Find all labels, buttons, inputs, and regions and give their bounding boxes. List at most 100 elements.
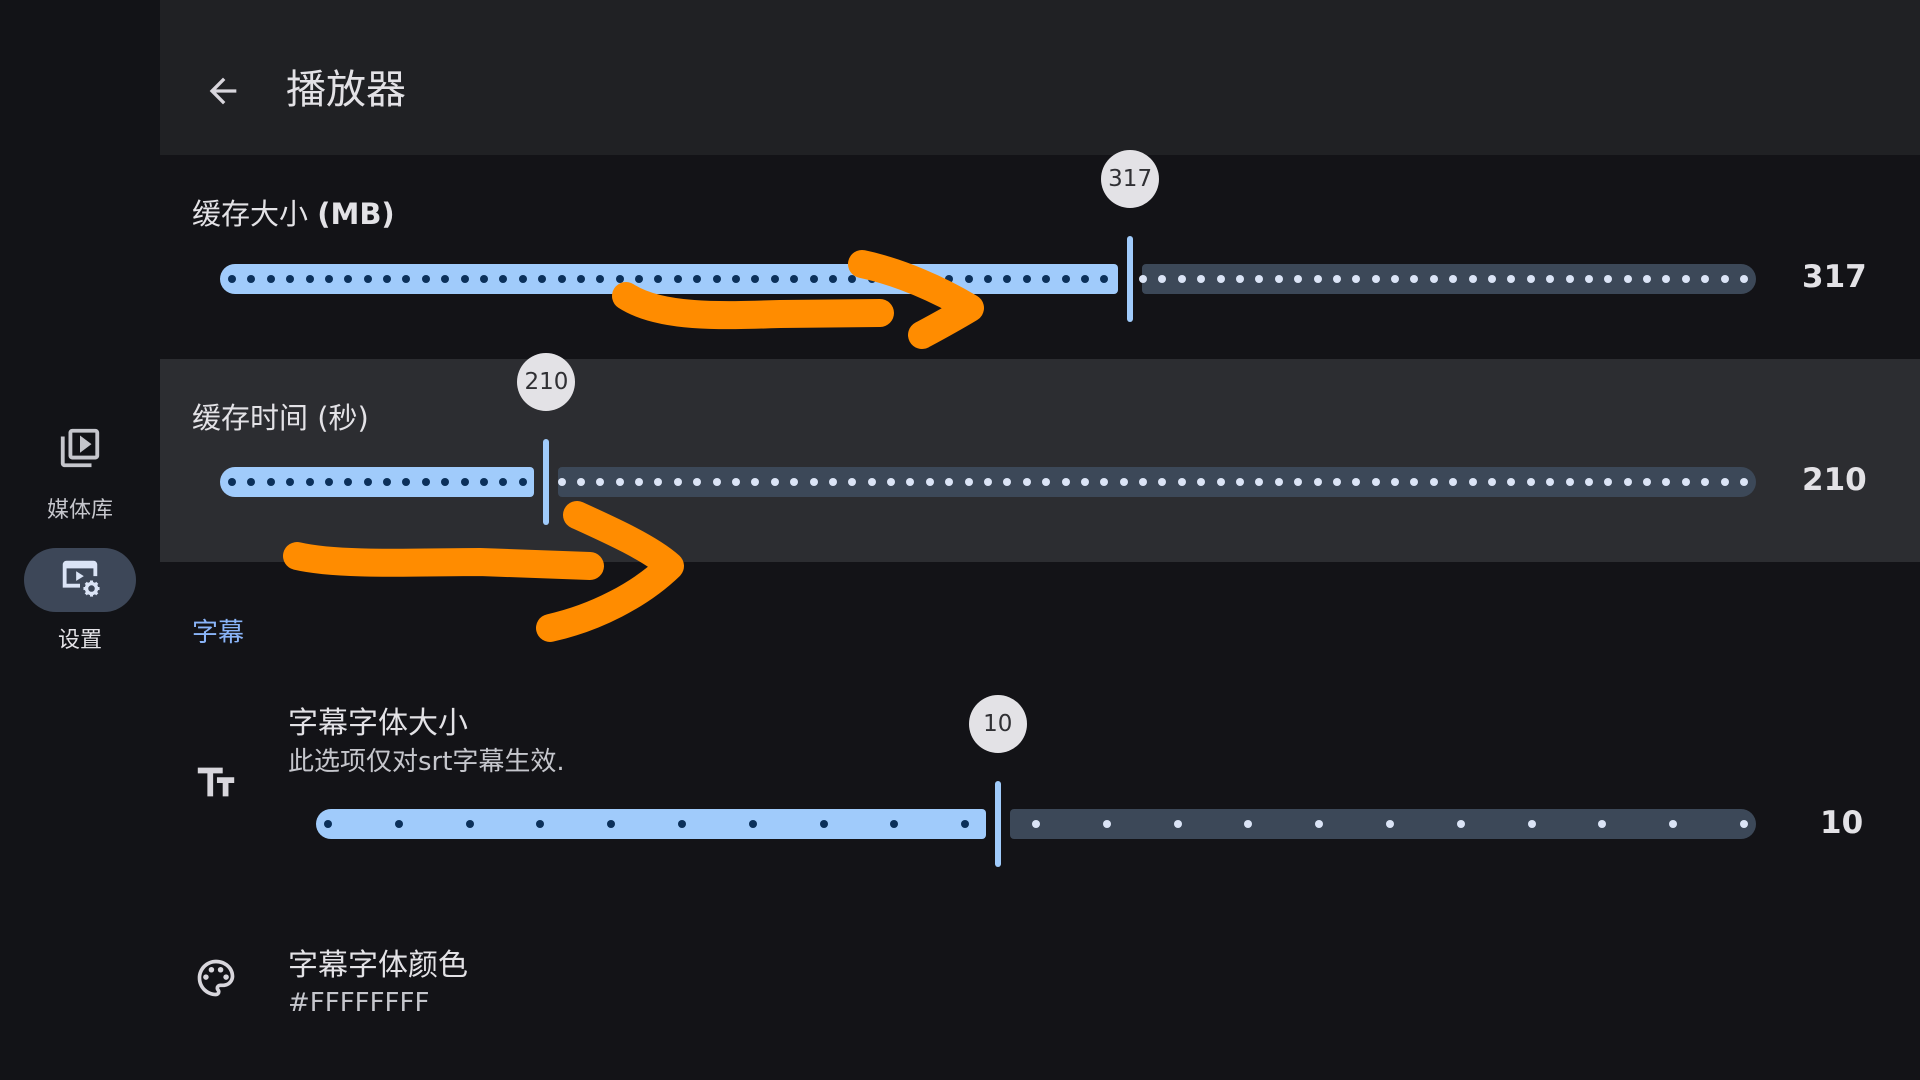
slider-tick-dot <box>402 478 411 486</box>
slider-tick-dot <box>596 478 605 486</box>
slider-tick-dot <box>1662 275 1671 283</box>
slider-tick-dot <box>441 478 450 486</box>
slider-tick-dot <box>266 275 275 283</box>
slider-tick-dot <box>1740 478 1748 486</box>
slider-tick-dot <box>1449 478 1458 486</box>
slider-tick-dot <box>576 275 585 283</box>
slider-tick-dot <box>383 478 392 486</box>
slider-tick-dot <box>890 820 899 828</box>
slider-tick-dot <box>247 478 256 486</box>
nav-item-settings[interactable]: 设置 <box>0 548 160 654</box>
slider-tick-dot <box>945 478 954 486</box>
slider-tick-dot <box>964 275 973 283</box>
slider-tick-dot <box>228 478 236 486</box>
slider-tick-dot <box>499 275 508 283</box>
slider-tick-dot <box>1313 478 1322 486</box>
slider-tick-dot <box>1332 478 1341 486</box>
cache-size-unit: (MB) <box>317 197 395 231</box>
slider-tick-dot <box>1080 478 1089 486</box>
slider-tick-dot <box>324 275 333 283</box>
slider-tick-dot <box>394 820 403 828</box>
slider-tick-dot <box>1662 478 1671 486</box>
slider-thumb[interactable] <box>543 439 550 525</box>
slider-tick-dot <box>499 478 508 486</box>
slider-tick-dot <box>1371 478 1380 486</box>
back-button[interactable] <box>200 70 246 116</box>
slider-tick-dot <box>344 275 353 283</box>
slider-tick-dot <box>1236 478 1244 486</box>
slider-tick-dot <box>751 478 760 486</box>
font-size-subtitle: 此选项仅对srt字幕生效. <box>288 747 565 777</box>
slider-thumb[interactable] <box>1127 236 1134 322</box>
slider-tick-dot <box>1740 275 1748 283</box>
slider-tick-dot <box>1158 478 1167 486</box>
slider-tick-dot <box>790 478 799 486</box>
cache-size-label: 缓存大小 (MB) <box>192 191 395 233</box>
slider-tick-dot <box>848 478 857 486</box>
slider-tick-dot <box>1565 478 1574 486</box>
slider-tick-dot <box>1669 820 1678 828</box>
slider-tick-dot <box>1391 275 1400 283</box>
slider-tick-dot <box>1216 275 1225 283</box>
slider-tick-dot <box>906 478 915 486</box>
slider-tick-dot <box>1236 275 1244 283</box>
slider-tick-dot <box>576 478 585 486</box>
slider-tick-dot <box>1332 275 1341 283</box>
slider-tick-dot <box>266 478 275 486</box>
slider-tick-dot <box>1042 275 1051 283</box>
slider-tick-dot <box>1371 275 1380 283</box>
slider-tick-dot <box>344 478 353 486</box>
nav-item-media-library[interactable]: 媒体库 <box>0 418 160 524</box>
slider-tick-dot <box>1244 820 1253 828</box>
slider-tick-dot <box>1313 275 1322 283</box>
video-settings-icon <box>57 555 103 605</box>
video-library-icon <box>57 425 103 475</box>
slider-tick-dot <box>1061 478 1070 486</box>
slider-tick-dot <box>732 478 740 486</box>
slider-tick-dot <box>770 478 779 486</box>
slider-tick-dot <box>480 275 488 283</box>
slider-tick-dot <box>228 275 236 283</box>
slider-tick-dot <box>1449 275 1458 283</box>
nav-pill-active <box>24 548 136 612</box>
slider-tick-dot <box>286 275 295 283</box>
slider-tick-dot <box>867 478 876 486</box>
slider-tick-dot <box>1274 275 1283 283</box>
slider-tick-dot <box>819 820 828 828</box>
slider-tick-dot <box>1255 478 1264 486</box>
cache-time-slider[interactable]: 210 <box>220 353 1756 525</box>
slider-tick-dot <box>421 478 430 486</box>
palette-icon <box>190 952 242 1004</box>
slider-tick-dot <box>1139 478 1148 486</box>
subtitle-category-header: 字幕 <box>192 618 245 648</box>
slider-tick-dot <box>748 820 757 828</box>
slider-tick-dot <box>693 478 702 486</box>
slider-tick-dot <box>1100 478 1109 486</box>
cache-size-slider[interactable]: 317 <box>220 150 1756 322</box>
slider-tick-dot <box>247 275 256 283</box>
slider-tick-dot <box>607 820 616 828</box>
slider-tick-dot <box>1216 478 1225 486</box>
slider-tick-dot <box>1598 820 1607 828</box>
slider-tick-dot <box>1294 478 1303 486</box>
slider-tick-dot <box>305 275 314 283</box>
slider-tick-dot <box>1410 478 1419 486</box>
slider-tick-dot <box>1643 478 1652 486</box>
font-color-title: 字幕字体颜色 <box>288 948 468 983</box>
slider-thumb[interactable] <box>994 781 1001 867</box>
slider-tick-dot <box>673 275 682 283</box>
slider-tick-dot <box>460 275 469 283</box>
font-size-slider[interactable]: 10 <box>316 695 1756 867</box>
slider-tick-dot <box>1720 275 1729 283</box>
slider-tick-dot <box>1507 275 1516 283</box>
setting-cache-size: 缓存大小 (MB) 317 317 <box>160 150 1920 359</box>
slider-tick-dot <box>1274 478 1283 486</box>
cache-time-label: 缓存时间 (秒) <box>192 401 369 435</box>
cache-time-value: 210 <box>1802 462 1867 498</box>
text-fields-icon <box>190 757 242 809</box>
slider-tick-dot <box>1488 478 1496 486</box>
slider-tick-dot <box>1352 478 1361 486</box>
page-title: 播放器 <box>286 67 406 113</box>
slider-tick-dot <box>1526 478 1535 486</box>
slider-tick-dot <box>536 820 545 828</box>
